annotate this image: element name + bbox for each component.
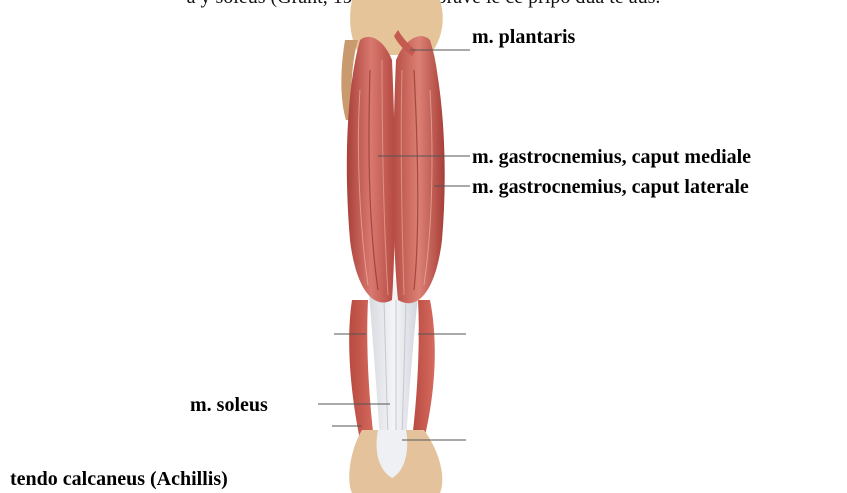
label-soleus: m. soleus [190,394,268,416]
heel-region [349,430,442,493]
gastrocnemius-lateral-head [393,36,444,303]
label-gastrocnemius-medial: m. gastrocnemius, caput mediale [472,146,751,168]
gastrocnemius-medial-head [347,37,395,303]
label-tendo-calcaneus: tendo calcaneus (Achillis) [10,468,228,490]
label-plantaris: m. plantaris [472,26,575,48]
label-gastrocnemius-lateral: m. gastrocnemius, caput laterale [472,176,749,198]
achilles-tendon [368,280,420,440]
